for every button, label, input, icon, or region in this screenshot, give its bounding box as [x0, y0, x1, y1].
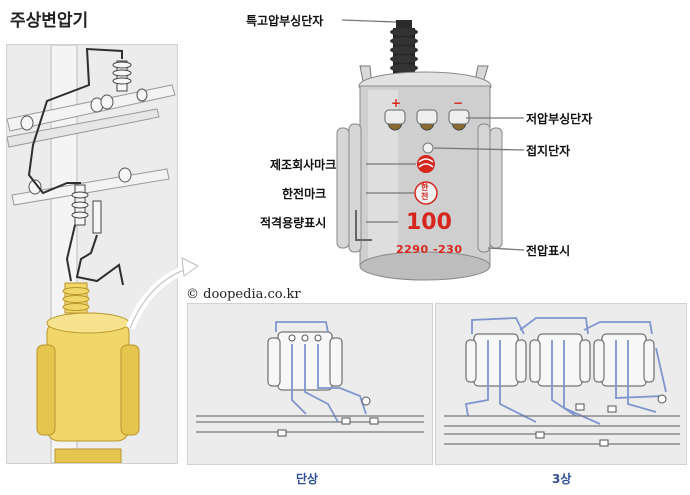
page-title: 주상변압기	[10, 11, 89, 31]
three-phase-diagram	[444, 317, 680, 447]
caption-three-phase: 3상	[552, 472, 572, 486]
three-phase-wiring-panel	[435, 303, 687, 465]
voltage-value: 2290 -230	[396, 243, 463, 256]
label-manufacturer-mark: 제조회사마크	[270, 158, 337, 172]
high-voltage-bushing-shape	[390, 20, 418, 74]
single-phase-wiring-panel	[187, 303, 433, 465]
plus-terminal-mark: +	[391, 96, 402, 110]
label-low-voltage-bushing: 저압부싱단자	[526, 112, 593, 126]
label-rated-capacity: 적격용량표시	[260, 216, 327, 230]
pole-illustration	[7, 45, 176, 463]
label-high-voltage-bushing: 특고압부싱단자	[246, 14, 324, 28]
rated-capacity-value: 100	[406, 210, 452, 235]
copyright-notice: © doopedia.co.kr	[186, 287, 301, 302]
pole-illustration-panel	[6, 44, 178, 464]
label-kepco-mark: 한전마크	[282, 187, 327, 201]
minus-terminal-mark: −	[453, 96, 464, 110]
label-ground-terminal: 접지단자	[526, 144, 571, 158]
highlighted-transformer	[36, 282, 140, 463]
single-phase-diagram	[196, 321, 424, 437]
caption-single-phase: 단상	[296, 472, 319, 486]
label-voltage-display: 전압표시	[526, 244, 571, 258]
